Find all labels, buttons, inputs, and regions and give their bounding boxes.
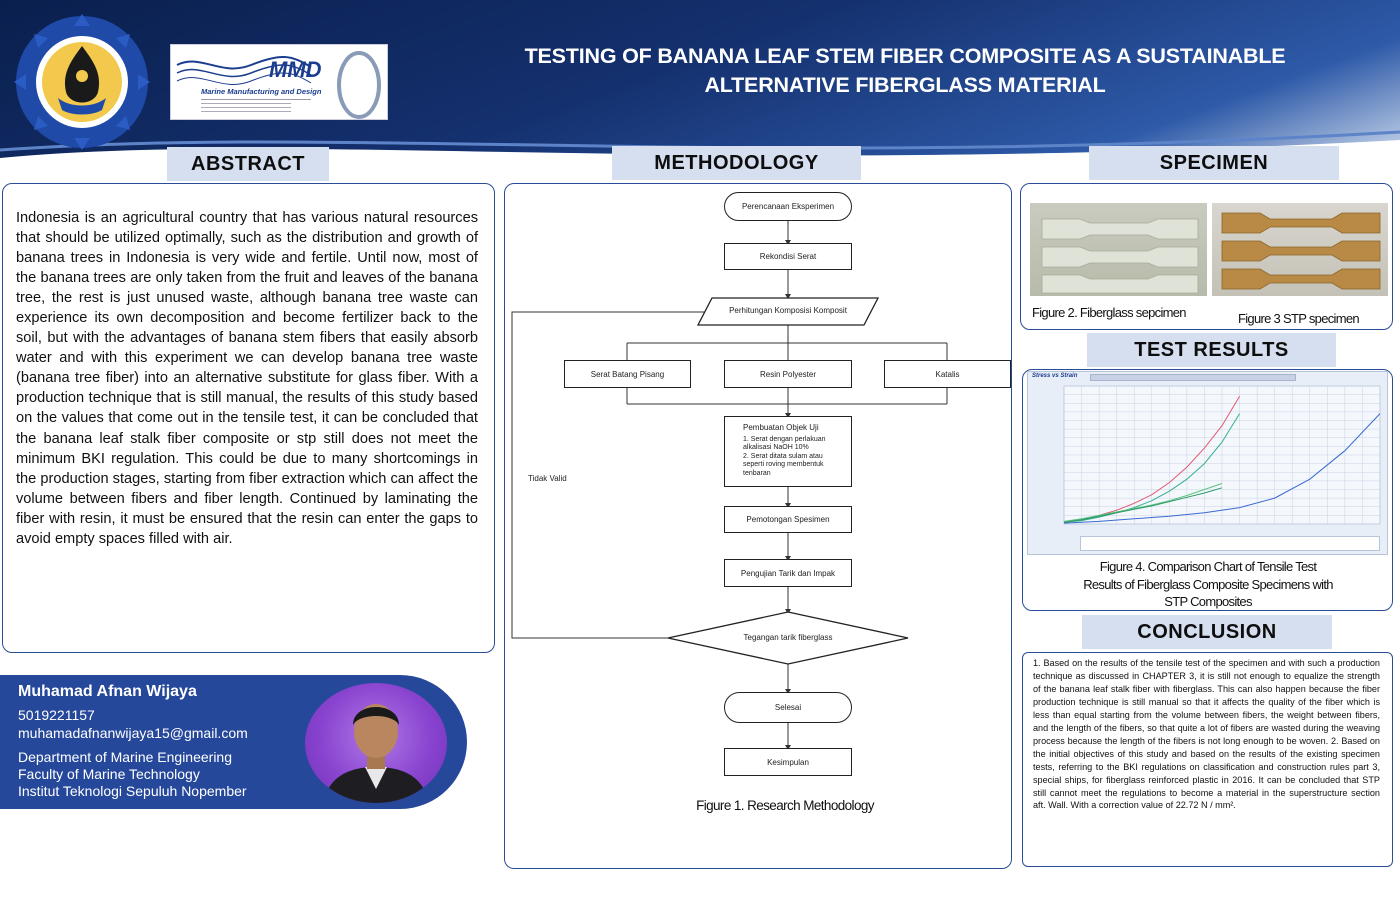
flow-step-perhitungan: Perhitungan Komposisi Komposit — [729, 306, 847, 315]
chart-bottom-legend — [1080, 536, 1380, 551]
specimen-heading: SPECIMEN — [1089, 146, 1339, 180]
abstract-text: Indonesia is an agricultural country tha… — [16, 210, 478, 547]
figure-4-caption-line-1: Figure 4. Comparison Chart of Tensile Te… — [1099, 559, 1317, 574]
stress-strain-chart: Stress vs Strain — [1027, 371, 1388, 555]
author-name: Muhamad Afnan Wijaya — [18, 683, 197, 700]
conclusion-heading: CONCLUSION — [1082, 615, 1332, 649]
flow-step-pengujian: Pengujian Tarik dan Impak — [724, 559, 852, 587]
flow-loop-label: Tidak Valid — [528, 474, 567, 483]
figure-1-caption: Figure 1. Research Methodology — [696, 798, 874, 813]
author-institute: Institut Teknologi Sepuluh Nopember — [18, 783, 247, 799]
poster-title: TESTING OF BANANA LEAF STEM FIBER COMPOS… — [420, 42, 1390, 100]
flow-branch-resin: Resin Polyester — [724, 360, 852, 388]
figure-3-caption: Figure 3 STP specimen — [1238, 311, 1360, 326]
flow-step-rekondisi: Rekondisi Serat — [724, 243, 852, 270]
conclusion-text: 1. Based on the results of the tensile t… — [1033, 658, 1380, 811]
conclusion-panel — [1022, 652, 1393, 867]
flow-conclusion-box: Kesimpulan — [724, 748, 852, 776]
figure-2-caption: Figure 2. Fiberglass sepcimen — [1032, 305, 1187, 320]
flow-step-pembuatan-item-1: 1. Serat dengan perlakuan alkalisasi NaO… — [743, 435, 826, 452]
chart-legend-strip — [1090, 374, 1296, 381]
chart-series-line-3 — [1063, 483, 1223, 522]
figure-4-caption: Figure 4. Comparison Chart of Tensile Te… — [1040, 558, 1376, 611]
flow-step-pembuatan-title: Pembuatan Objek Uji — [743, 423, 819, 432]
chart-series-line-5 — [1063, 413, 1381, 524]
title-line-1: TESTING OF BANANA LEAF STEM FIBER COMPOS… — [524, 44, 1286, 68]
flow-end: Selesai — [724, 692, 852, 723]
flow-step-pembuatan: Pembuatan Objek Uji 1. Serat dengan perl… — [724, 416, 852, 487]
flow-start: Perencanaan Eksperimen — [724, 192, 852, 221]
stp-specimen-image — [1212, 203, 1388, 296]
author-department: Department of Marine Engineering — [18, 749, 233, 765]
author-faculty: Faculty of Marine Technology — [18, 766, 200, 782]
author-photo — [305, 683, 447, 803]
figure-4-caption-line-2: Results of Fiberglass Composite Specimen… — [1083, 576, 1333, 592]
flow-branch-serat: Serat Batang Pisang — [564, 360, 691, 388]
chart-series-line-2 — [1063, 413, 1241, 523]
title-line-2: ALTERNATIVE FIBERGLASS MATERIAL — [704, 73, 1106, 97]
its-logo — [14, 14, 150, 150]
flow-step-pembuatan-item-2: 2. Serat ditata sulam atau seperti rovin… — [743, 452, 824, 477]
chart-plot-area — [1063, 385, 1381, 525]
chart-series-line-4 — [1063, 487, 1223, 523]
mmd-wave-icon — [176, 51, 381, 119]
mmd-fine-print — [201, 99, 311, 113]
flow-branch-katalis: Katalis — [884, 360, 1011, 388]
test-results-heading: TEST RESULTS — [1087, 333, 1336, 367]
mmd-logo: MMD Marine Manufacturing and Design — [170, 44, 388, 120]
author-id: 5019221157 — [18, 707, 95, 723]
figure-4-caption-line-3: STP Composites — [1164, 594, 1252, 609]
fiberglass-specimen-image — [1030, 203, 1207, 296]
methodology-heading: METHODOLOGY — [612, 146, 861, 180]
flow-step-pemotongan: Pemotongan Spesimen — [724, 506, 852, 533]
chart-title: Stress vs Strain — [1032, 373, 1078, 379]
author-email: muhamadafnanwijaya15@gmail.com — [18, 725, 248, 741]
abstract-heading: ABSTRACT — [167, 147, 329, 181]
mmd-logo-subtitle: Marine Manufacturing and Design — [201, 87, 322, 96]
mmd-logo-text: MMD — [269, 57, 322, 82]
flow-decision: Tegangan tarik fiberglass — [743, 633, 833, 642]
abstract-panel — [2, 183, 495, 653]
